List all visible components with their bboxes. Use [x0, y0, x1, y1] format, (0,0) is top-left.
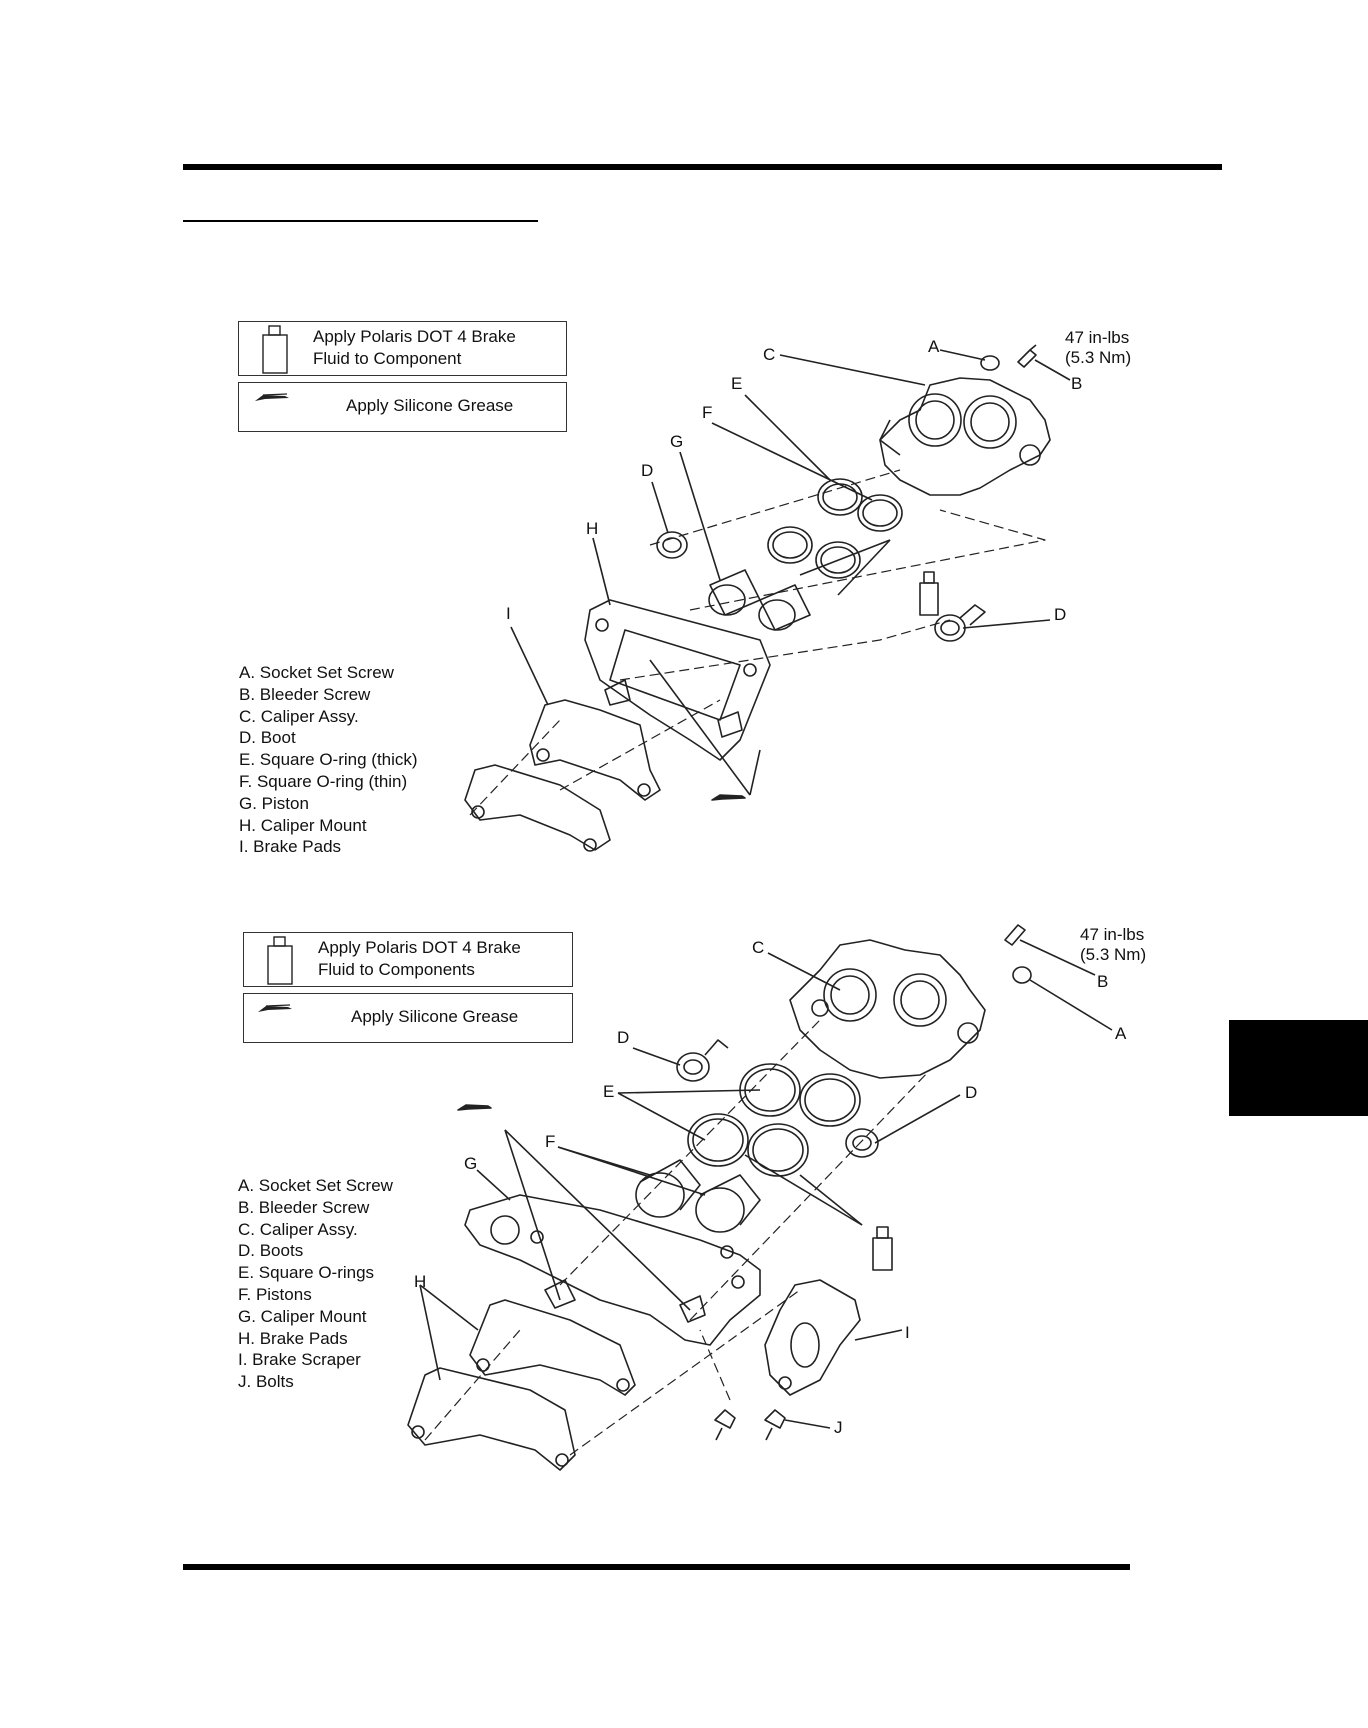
torque-spec-line2: (5.3 Nm)	[1065, 348, 1132, 367]
list-item: J. Bolts	[238, 1372, 294, 1392]
callout-c: C	[752, 938, 765, 957]
grease-legend-box: Apply Silicone Grease	[238, 382, 567, 432]
callout-f: F	[702, 403, 713, 422]
fluid-legend-box: Apply Polaris DOT 4 Brake Fluid to Compo…	[243, 932, 573, 987]
grease-legend-text: Apply Silicone Grease	[346, 396, 514, 415]
fluid-legend-line1: Apply Polaris DOT 4 Brake	[313, 327, 516, 346]
parts-list-figure1: A. Socket Set Screw B. Bleeder Screw C. …	[239, 662, 418, 858]
callout-b: B	[1071, 374, 1083, 393]
list-item: F. Pistons	[238, 1284, 312, 1304]
brake-fluid-bottle-icon	[267, 936, 293, 985]
list-item: I. Brake Scraper	[238, 1350, 361, 1370]
caliper-assembly-drawing	[789, 939, 986, 1079]
list-item: I. Brake Pads	[239, 837, 342, 857]
list-item: A. Socket Set Screw	[239, 663, 394, 682]
list-item: G. Piston	[239, 793, 309, 813]
callout-e: E	[731, 374, 743, 393]
torque-spec-line1: 47 in-lbs	[1065, 328, 1130, 347]
pistons-drawing	[708, 569, 811, 631]
pistons-drawing	[635, 1159, 761, 1233]
list-item: B. Bleeder Screw	[239, 684, 371, 704]
brake-fluid-bottle-icon	[262, 325, 288, 374]
callout-d: D	[1054, 605, 1067, 624]
callout-a: A	[928, 337, 940, 356]
torque-spec-line2: (5.3 Nm)	[1080, 945, 1147, 964]
o-rings-drawing	[767, 478, 903, 579]
callout-e: E	[603, 1082, 615, 1101]
list-item: A. Socket Set Screw	[238, 1176, 393, 1195]
bolts-drawing	[714, 1409, 786, 1441]
fluid-legend-line2: Fluid to Components	[318, 960, 475, 979]
list-item: H. Caliper Mount	[239, 815, 367, 835]
callout-b: B	[1097, 972, 1109, 991]
callout-h: H	[586, 519, 599, 538]
o-rings-drawing	[687, 1063, 861, 1177]
footer-rule	[183, 1564, 1130, 1570]
torque-spec-line1: 47 in-lbs	[1080, 925, 1145, 944]
grease-brush-icon	[255, 393, 289, 401]
callout-f: F	[545, 1132, 556, 1151]
parts-list-figure2: A. Socket Set Screw B. Bleeder Screw C. …	[238, 1175, 393, 1393]
list-item: F. Square O-ring (thin)	[239, 771, 408, 791]
list-item: H. Brake Pads	[238, 1328, 348, 1348]
brake-pads-drawing	[464, 699, 661, 852]
callout-g: G	[670, 432, 684, 451]
brake-scraper-drawing	[764, 1279, 861, 1396]
callout-j: J	[834, 1418, 843, 1437]
callout-g: G	[464, 1154, 478, 1173]
caliper-mount-drawing	[464, 1194, 761, 1346]
callout-d: D	[617, 1028, 630, 1047]
callout-i: I	[905, 1323, 910, 1342]
callout-h: H	[414, 1272, 427, 1291]
fluid-legend-line1: Apply Polaris DOT 4 Brake	[318, 938, 521, 957]
fluid-legend-box: Apply Polaris DOT 4 Brake Fluid to Compo…	[238, 321, 567, 376]
callout-d: D	[641, 461, 654, 480]
brake-pads-drawing	[407, 1299, 636, 1471]
header-rule	[183, 164, 1222, 170]
callout-i: I	[506, 604, 511, 623]
fluid-legend-line2: Fluid to Component	[313, 349, 462, 368]
list-item: G. Caliper Mount	[238, 1306, 367, 1326]
list-item: C. Caliper Assy.	[238, 1219, 358, 1239]
callout-a: A	[1115, 1024, 1127, 1043]
section-underline	[183, 220, 538, 222]
list-item: D. Boot	[239, 728, 296, 748]
callout-d: D	[965, 1083, 978, 1102]
list-item: E. Square O-ring (thick)	[239, 750, 418, 770]
list-item: D. Boots	[238, 1241, 304, 1261]
callout-c: C	[763, 345, 776, 364]
list-item: B. Bleeder Screw	[238, 1197, 370, 1217]
list-item: E. Square O-rings	[238, 1263, 375, 1283]
list-item: C. Caliper Assy.	[239, 706, 359, 726]
grease-legend-text: Apply Silicone Grease	[351, 1007, 519, 1026]
chapter-tab	[1229, 1020, 1368, 1116]
grease-legend-box: Apply Silicone Grease	[243, 993, 573, 1043]
caliper-mount-drawing	[584, 599, 771, 761]
grease-brush-icon	[258, 1004, 292, 1012]
caliper-assembly-drawing	[879, 377, 1051, 496]
